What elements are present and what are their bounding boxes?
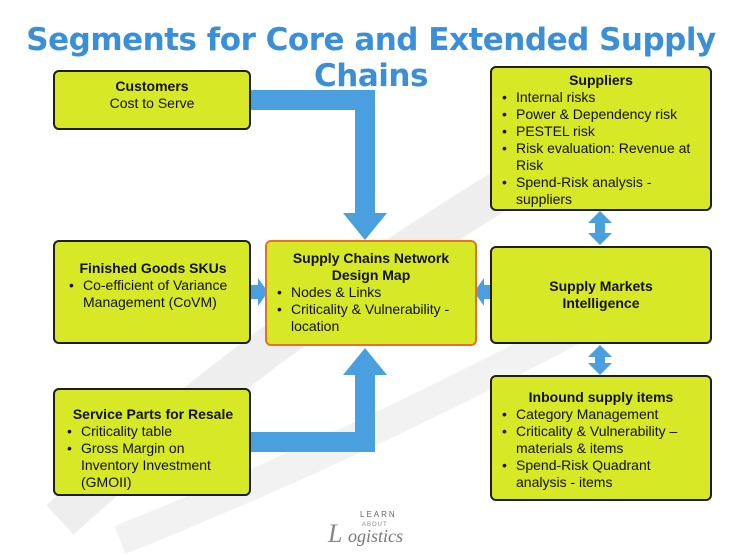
logo-word: ogistics xyxy=(348,526,403,546)
service-parts-item: Criticality table xyxy=(67,423,243,440)
finished-goods-item: Co-efficient of Variance Management (CoV… xyxy=(69,277,241,311)
customers-heading: Customers xyxy=(115,78,189,94)
finished-goods-heading: Finished Goods SKUs xyxy=(79,260,227,276)
service-parts-heading: Service Parts for Resale xyxy=(72,406,234,422)
service-parts-item: Gross Margin on Inventory Investment (GM… xyxy=(67,440,243,491)
inbound-items-item: Criticality & Vulnerability – materials … xyxy=(502,423,704,457)
supply-markets-heading: Supply Markets Intelligence xyxy=(549,278,653,311)
suppliers-item: PESTEL risk xyxy=(502,123,704,140)
inbound-items-item: Category Management xyxy=(502,406,704,423)
suppliers-box: Suppliers Internal risks Power & Depende… xyxy=(490,66,712,211)
suppliers-item: Spend-Risk analysis - suppliers xyxy=(502,174,704,208)
logo-graphic: LEARN ABOUT L ogistics xyxy=(327,510,403,548)
network-design-map-item: Criticality & Vulnerability - location xyxy=(277,301,469,335)
inbound-items-item: Spend-Risk Quadrant analysis - items xyxy=(502,457,704,491)
page-title: Segments for Core and Extended Supply Ch… xyxy=(26,22,716,94)
logo-letter: L xyxy=(327,519,342,548)
finished-arrow xyxy=(250,278,268,306)
service-arrow-head xyxy=(343,348,387,375)
customers-arrow-head xyxy=(343,213,387,240)
markets-inbound-arrow xyxy=(588,345,612,375)
service-parts-box: Service Parts for Resale Criticality tab… xyxy=(53,388,251,496)
inbound-items-box: Inbound supply items Category Management… xyxy=(490,375,712,501)
network-design-map-item: Nodes & Links xyxy=(277,284,469,301)
suppliers-item: Internal risks xyxy=(502,89,704,106)
inbound-items-heading: Inbound supply items xyxy=(528,389,674,405)
learn-about-logistics-logo: LEARN ABOUT L ogistics xyxy=(322,508,422,548)
customers-line: Cost to Serve xyxy=(109,95,195,111)
supply-markets-box: Supply Markets Intelligence xyxy=(490,246,712,344)
suppliers-heading: Suppliers xyxy=(569,72,633,88)
customers-arrow-horizontal xyxy=(250,90,375,110)
logo-middle: ABOUT xyxy=(362,522,388,528)
logo-top: LEARN xyxy=(360,510,397,519)
suppliers-item: Risk evaluation: Revenue at Risk xyxy=(502,140,704,174)
finished-goods-box: Finished Goods SKUs Co-efficient of Vari… xyxy=(53,240,251,344)
service-arrow-vertical xyxy=(355,373,375,452)
network-design-map-box: Supply Chains Network Design Map Nodes &… xyxy=(265,240,477,346)
markets-arrow xyxy=(474,278,492,306)
suppliers-item: Power & Dependency risk xyxy=(502,106,704,123)
customers-arrow-vertical xyxy=(355,90,375,215)
suppliers-markets-arrow xyxy=(588,211,612,245)
service-arrow-horizontal xyxy=(250,432,375,452)
customers-box: Customers Cost to Serve xyxy=(53,70,251,130)
network-design-map-heading: Supply Chains Network Design Map xyxy=(292,250,450,283)
